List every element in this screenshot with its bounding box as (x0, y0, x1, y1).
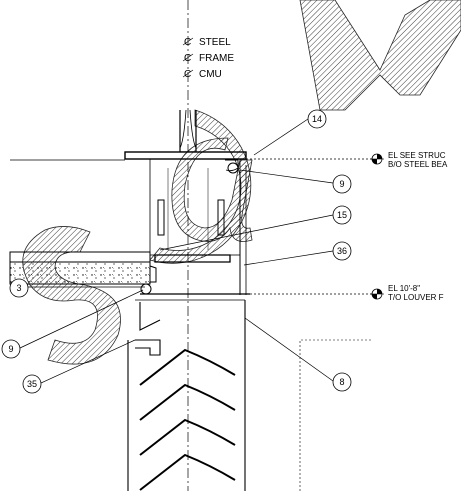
elevation-marker-louver (370, 288, 384, 300)
svg-text:14: 14 (312, 114, 322, 124)
svg-text:8: 8 (339, 377, 344, 387)
svg-text:C: C (184, 53, 191, 64)
elevation-label-louver-line2: T/O LOUVER F (388, 293, 444, 302)
keynote-bubble-3: 3 (9, 278, 29, 298)
louver-frame (127, 300, 246, 491)
svg-text:36: 36 (337, 246, 347, 256)
keynote-bubble-8: 8 (332, 372, 352, 392)
centerline-symbol-frame: C (182, 53, 194, 64)
svg-text:9: 9 (8, 344, 13, 354)
centerline-symbol-cmu: C (182, 69, 194, 80)
sill-assembly (135, 265, 250, 301)
keynote-bubble-36: 36 (332, 241, 352, 261)
centerline-label-frame: FRAME (199, 53, 234, 64)
centerline-label-cmu: CMU (199, 69, 222, 80)
elevation-label-steel-line2: B/O STEEL BEA (388, 160, 448, 169)
keynote-bubble-15: 15 (332, 205, 352, 225)
elevation-marker-steel (370, 153, 384, 165)
watermark-icon (22, 0, 461, 365)
svg-text:35: 35 (27, 379, 37, 389)
keynote-bubble-9-right: 9 (332, 174, 352, 194)
keynote-bubble-14: 14 (307, 109, 327, 129)
louver-blades (139, 348, 236, 491)
elevation-label-louver-line1: EL 10'-8" (388, 284, 420, 293)
keynote-bubble-35: 35 (22, 374, 42, 394)
svg-text:3: 3 (16, 283, 21, 293)
svg-text:9: 9 (339, 179, 344, 189)
keynote-bubble-9-left: 9 (1, 339, 21, 359)
interior-dashed-outline (299, 339, 372, 491)
centerline-symbol-steel: C (182, 37, 194, 48)
svg-text:15: 15 (337, 210, 347, 220)
svg-text:C: C (184, 37, 191, 48)
svg-text:C: C (184, 69, 191, 80)
elevation-label-steel-line1: EL SEE STRUC (388, 151, 446, 160)
centerline-label-steel: STEEL (199, 37, 231, 48)
